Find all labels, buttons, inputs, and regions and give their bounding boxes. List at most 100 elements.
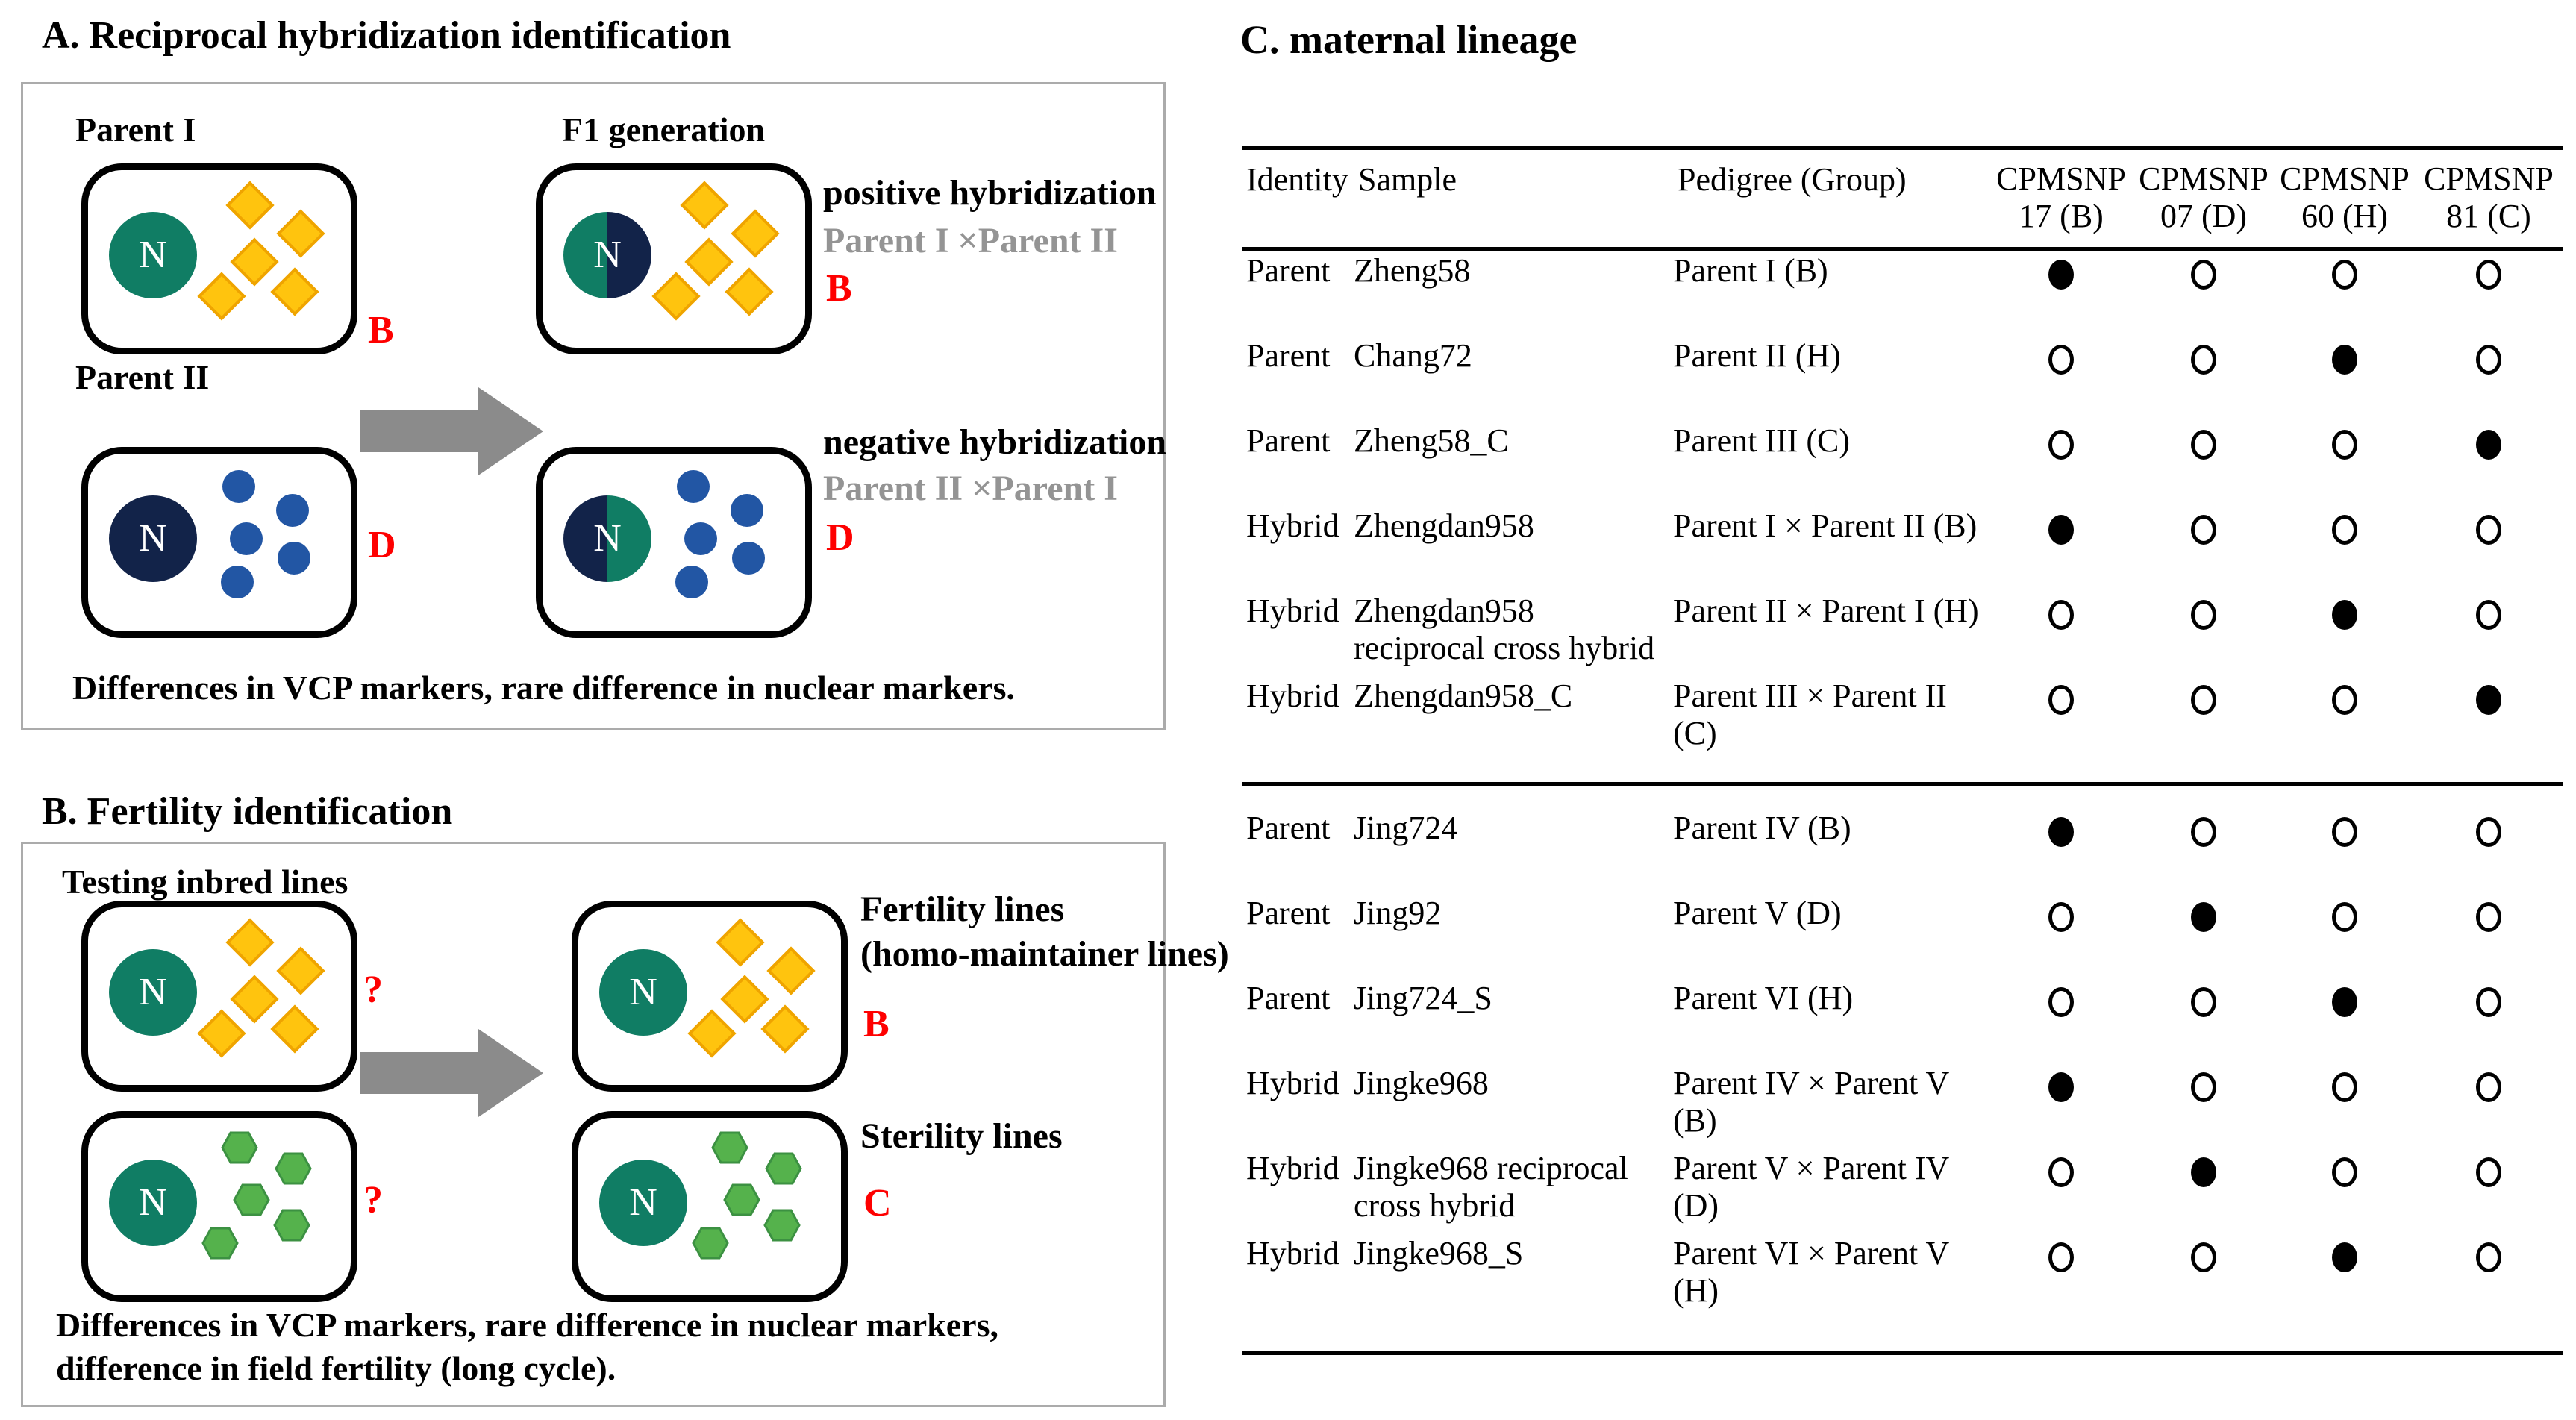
negative-group-label: D: [826, 516, 854, 559]
open-dot: [2332, 515, 2357, 545]
sample-cell: Zheng58_C: [1354, 421, 1673, 460]
half-green-navy-nucleus: N: [563, 212, 651, 298]
marker-dot-cell: [2415, 676, 2563, 716]
hexagon-marker: [233, 1183, 270, 1216]
diamond-marker: [731, 209, 780, 258]
f1-negative-cell: N: [536, 447, 812, 638]
pedigree-cell: Parent V (D): [1673, 895, 1842, 932]
testing-inbred-lines-label: Testing inbred lines: [62, 863, 348, 901]
pedigree-cell: Parent II × Parent I (H): [1673, 592, 1979, 630]
green-nucleus: N: [599, 949, 687, 1036]
sterility-group-label: C: [863, 1182, 892, 1224]
marker-dot-cell: [2415, 506, 2563, 545]
group-label-d: D: [368, 524, 396, 566]
marker-dot-cell: [2133, 808, 2275, 848]
open-dot: [2476, 902, 2501, 933]
table-header-rule: [1242, 247, 2563, 251]
diamond-marker: [716, 918, 765, 967]
homo-maintainer-label: (homo-maintainer lines): [860, 934, 1229, 974]
table-header-row: Identity Sample Pedigree (Group) CPMSNP …: [1242, 150, 2563, 247]
half-navy-green-nucleus: N: [563, 495, 651, 582]
sample-line: Jing724: [1354, 810, 1458, 847]
table-row: Parent Jing724_S Parent VI (H): [1242, 978, 2563, 1063]
sample-line: Zhengdan958: [1354, 507, 1534, 545]
identity-cell: Parent: [1246, 252, 1331, 290]
filled-dot: [2191, 1157, 2216, 1188]
open-dot: [2191, 685, 2216, 716]
marker-dot-cell: [2275, 591, 2415, 631]
sample-cell: Zheng58: [1354, 251, 1673, 290]
marker-dot-cell: [2415, 893, 2563, 933]
marker-dot-cell: [2415, 591, 2563, 631]
sample-cell: Chang72: [1354, 336, 1673, 375]
marker-dot-cell: [2133, 893, 2275, 933]
circle-marker: [278, 542, 310, 575]
sample-cell: Jing92: [1354, 893, 1673, 932]
sample-cell: Zhengdan958: [1354, 506, 1673, 545]
table-bottom-rule: [1242, 1351, 2563, 1356]
marker-dot-cell: [2275, 978, 2415, 1018]
sterility-cell: N: [572, 1111, 848, 1302]
table-row: Parent Zheng58_C Parent III (C): [1242, 421, 2563, 506]
identity-cell: Hybrid: [1246, 592, 1339, 630]
testing-hexagon-cell: N: [81, 1111, 357, 1302]
parent1-cell: N: [81, 163, 357, 354]
diamond-marker: [687, 1009, 737, 1058]
open-dot: [2191, 1072, 2216, 1103]
marker-dot-cell: [2133, 336, 2275, 375]
sample-line: Jingke968: [1354, 1065, 1489, 1102]
sample-line: Zheng58: [1354, 252, 1471, 290]
pedigree-cell: Parent V × Parent IV (D): [1673, 1150, 1949, 1224]
diamond-marker: [651, 272, 701, 321]
marker-dot-cell: [2133, 1063, 2275, 1103]
hexagon-marker: [273, 1209, 310, 1242]
hexagon-marker: [723, 1183, 760, 1216]
open-dot: [2332, 430, 2357, 460]
pedigree-cell: Parent I × Parent II (B): [1673, 507, 1978, 545]
open-dot: [2048, 1157, 2074, 1188]
nucleus-letter: N: [139, 517, 167, 560]
marker-dot-cell: [2275, 1233, 2415, 1273]
fertility-lines-label: Fertility lines: [860, 889, 1065, 929]
marker-dot-cell: [2275, 1063, 2415, 1103]
open-dot: [2191, 600, 2216, 631]
marker-dot-cell: [1989, 506, 2133, 545]
marker-dot-cell: [2275, 808, 2415, 848]
diamond-marker: [270, 1004, 319, 1054]
filled-dot: [2476, 685, 2501, 716]
sample-line: cross hybrid: [1354, 1187, 1516, 1224]
marker-dot-cell: [1989, 1233, 2133, 1273]
identity-cell: Hybrid: [1246, 678, 1339, 715]
column-header-cpmsnp-17: CPMSNP 17 (B): [1996, 160, 2126, 235]
f1-positive-cell: N: [536, 163, 812, 354]
marker-dot-cell: [2415, 336, 2563, 375]
pedigree-cell: Parent IV (B): [1673, 810, 1851, 847]
fertility-cell: N: [572, 901, 848, 1092]
diamond-marker: [230, 975, 279, 1024]
green-nucleus: N: [109, 949, 197, 1036]
parent2-label: Parent II: [75, 358, 210, 396]
sample-line: Zhengdan958_C: [1354, 678, 1573, 715]
marker-dot-cell: [2133, 421, 2275, 460]
circle-marker: [222, 470, 255, 503]
hexagon-marker: [763, 1209, 801, 1242]
table-group-divider: [1242, 782, 2563, 786]
sample-line: Zheng58_C: [1354, 422, 1509, 460]
open-dot: [2476, 987, 2501, 1018]
identity-cell: Parent: [1246, 422, 1331, 460]
filled-dot: [2332, 600, 2357, 631]
open-dot: [2476, 1242, 2501, 1273]
table-top-rule: [1242, 146, 2563, 150]
open-dot: [2191, 987, 2216, 1018]
sample-cell: Jing724: [1354, 808, 1673, 847]
marker-dot-cell: [2133, 251, 2275, 290]
hexagon-marker: [711, 1131, 748, 1164]
testing-diamond-cell: N: [81, 901, 357, 1092]
marker-dot-cell: [2275, 336, 2415, 375]
circle-marker: [732, 542, 765, 575]
parent2-cell: N: [81, 447, 357, 638]
panel-a-box: Parent I N B Parent II N D F1 generation…: [21, 82, 1166, 730]
